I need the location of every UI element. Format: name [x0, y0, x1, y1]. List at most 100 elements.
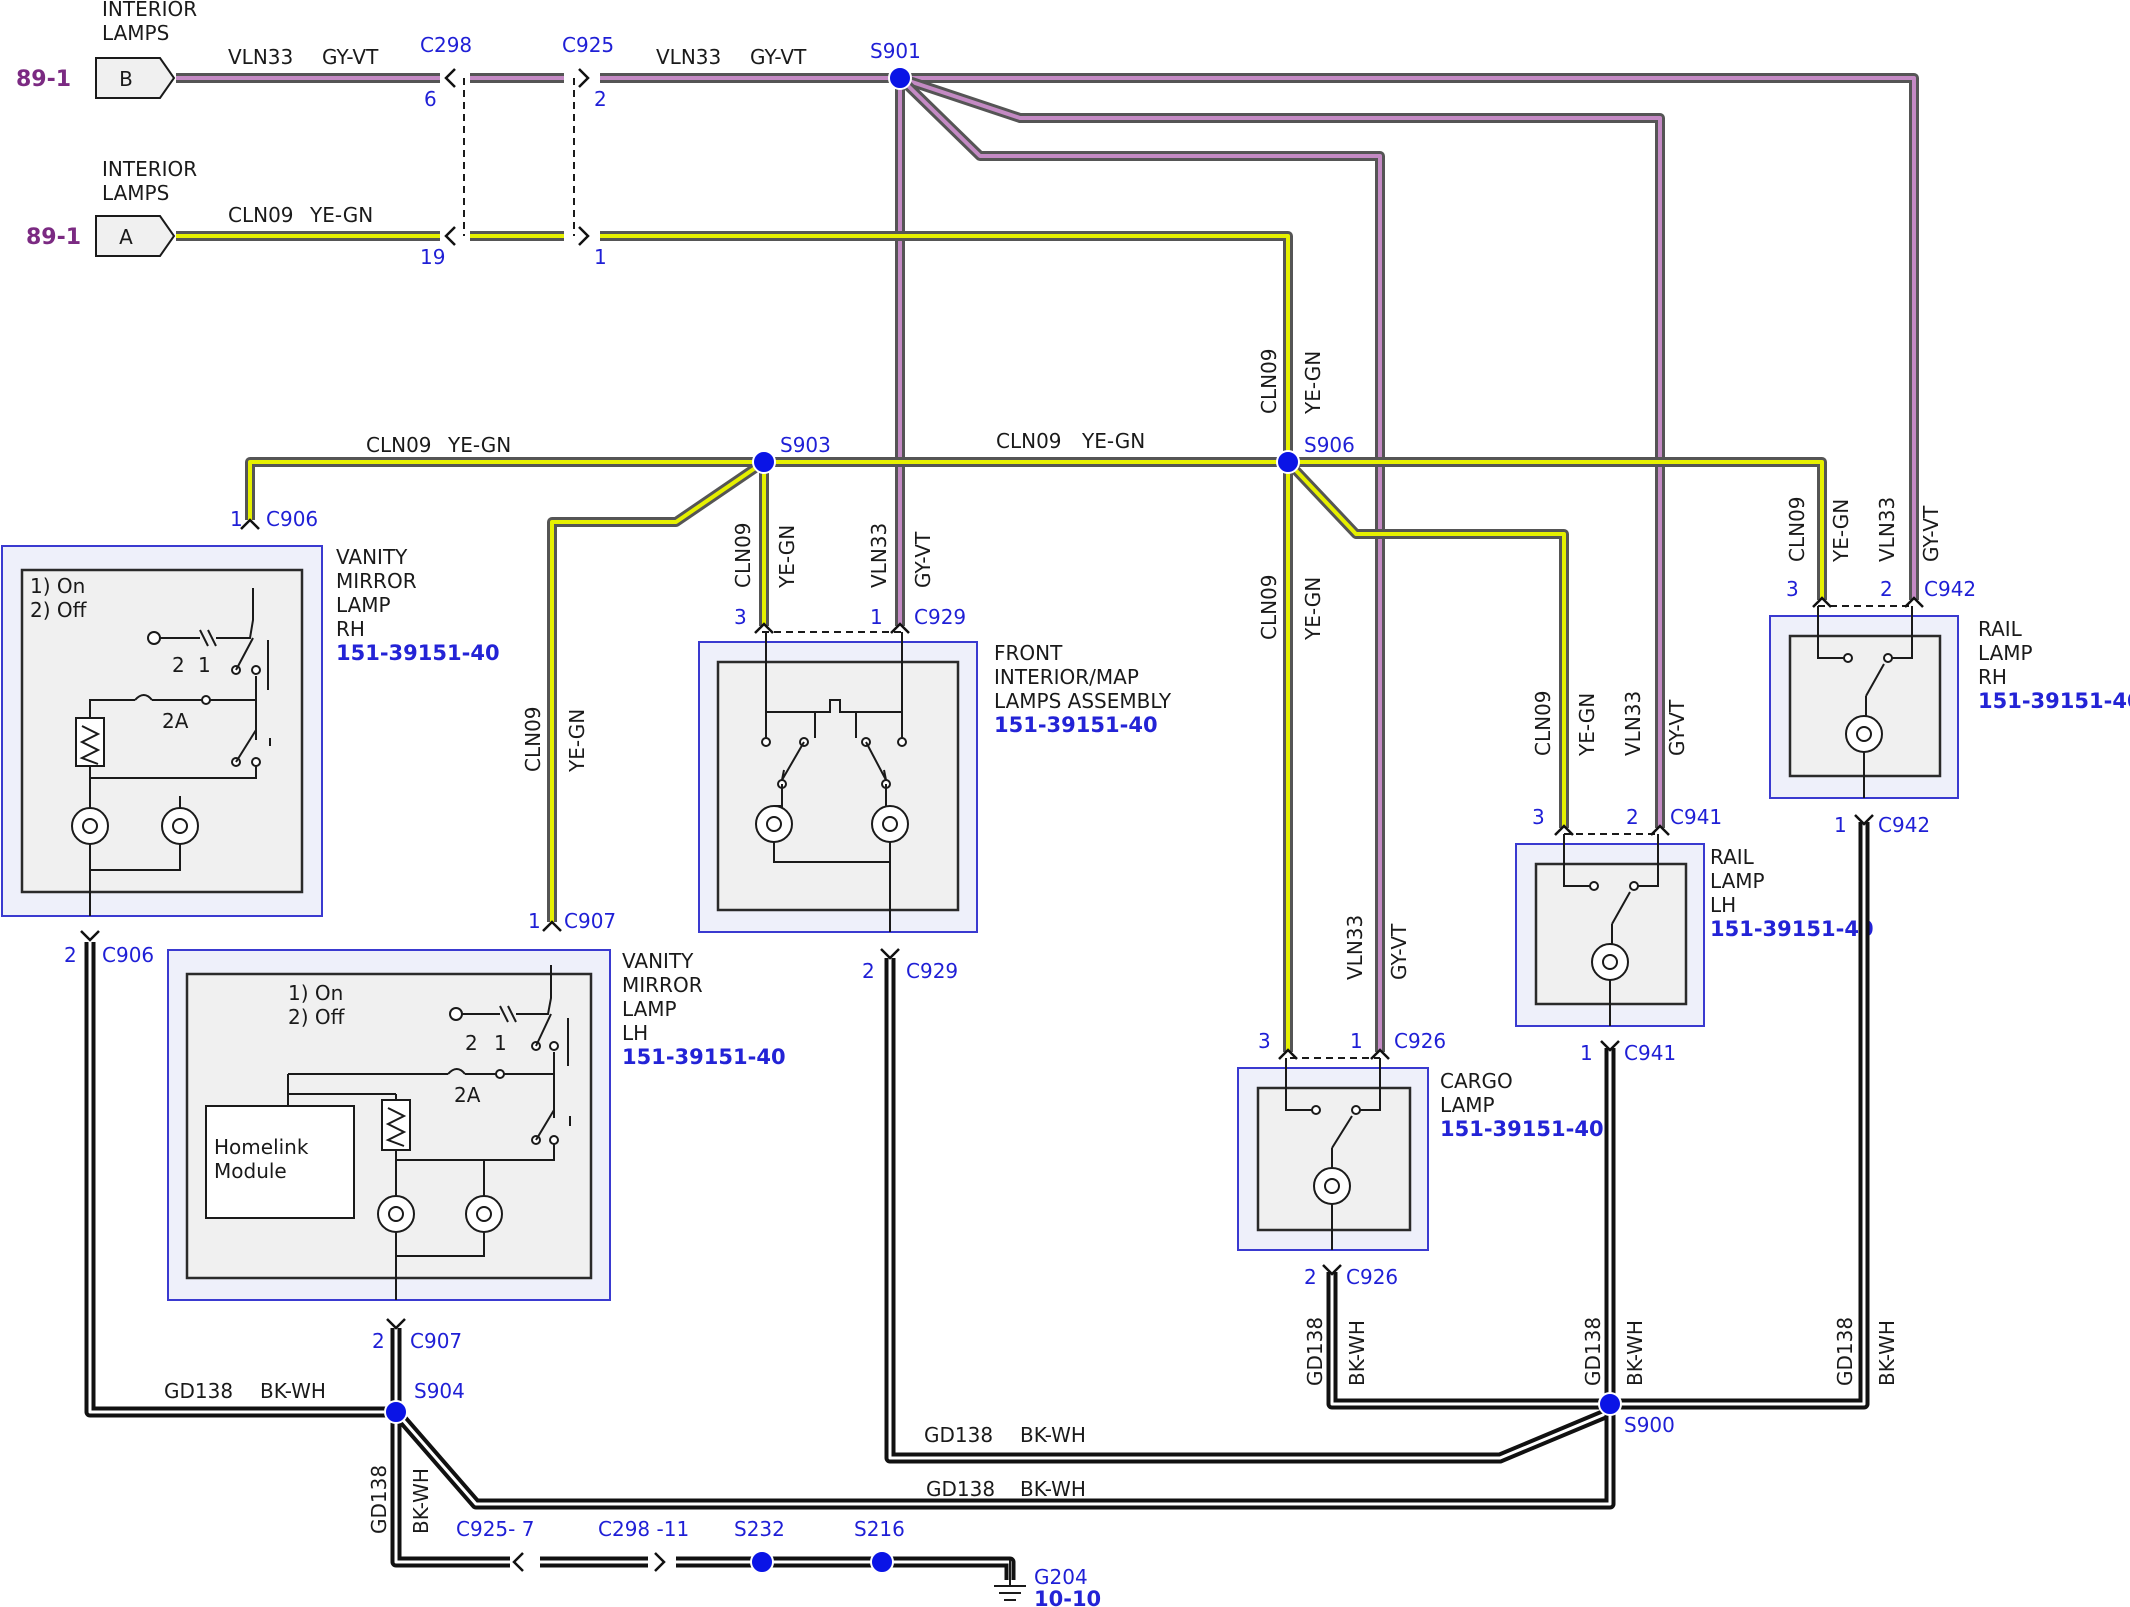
- w-yegn-3: YE-GN: [1081, 429, 1145, 453]
- c907-bot-label[interactable]: C907: [410, 1329, 462, 1353]
- w-yegn-2: YE-GN: [447, 433, 511, 457]
- c925-arrow-vln[interactable]: [578, 68, 590, 88]
- s900-label[interactable]: S900: [1624, 1413, 1675, 1437]
- c925-arrow-cln[interactable]: [578, 226, 590, 246]
- wire-vln33-rail-rh[interactable]: [900, 73, 1919, 600]
- vanity-rh-on-label: 1) On: [30, 574, 85, 598]
- c942-pin2-arrow[interactable]: [1904, 596, 1924, 608]
- cargo-ref[interactable]: 151-39151-40: [1440, 1117, 1604, 1141]
- c925-label[interactable]: C925: [562, 33, 614, 57]
- c925-bottom-arrow[interactable]: [512, 1552, 524, 1572]
- s901-dot[interactable]: [888, 66, 912, 90]
- wire-gd138-return[interactable]: [391, 1408, 1616, 1510]
- wire-vln33-cargo[interactable]: [896, 74, 1385, 1052]
- c942-bot-label[interactable]: C942: [1878, 813, 1930, 837]
- s904-dot[interactable]: [384, 1400, 408, 1424]
- c925-bottom-label[interactable]: C925- 7: [456, 1517, 534, 1541]
- s904-label[interactable]: S904: [414, 1379, 465, 1403]
- c926-bot-arrow[interactable]: [1322, 1264, 1342, 1276]
- rail-rh-l1: RAIL: [1978, 617, 2023, 641]
- wire-gd138-front[interactable]: [884, 958, 1613, 1464]
- rail-lh-l1: RAIL: [1710, 845, 1755, 869]
- c906-top-arrow[interactable]: [240, 518, 260, 530]
- front-ref[interactable]: 151-39151-40: [994, 713, 1158, 737]
- c929-top-label[interactable]: C929: [914, 605, 966, 629]
- splices: [384, 66, 1622, 1574]
- c907-top-label[interactable]: C907: [564, 909, 616, 933]
- c942-bot-arrow[interactable]: [1854, 814, 1874, 826]
- s906-dot[interactable]: [1276, 450, 1300, 474]
- c906-bot-arrow[interactable]: [80, 930, 100, 942]
- wire-gd138-rail-rh[interactable]: [1610, 822, 1870, 1410]
- c926-bot-label[interactable]: C926: [1346, 1265, 1398, 1289]
- c942-top-pin2: 2: [1880, 577, 1893, 601]
- s906-label[interactable]: S906: [1304, 433, 1355, 457]
- wire-cln09-rail-lh[interactable]: [1284, 458, 1569, 828]
- s232-dot[interactable]: [750, 1550, 774, 1574]
- rail-lh-ref[interactable]: 151-39151-40: [1710, 917, 1874, 941]
- c941-bot-arrow[interactable]: [1600, 1040, 1620, 1052]
- w-gd138-2: GD138: [924, 1423, 993, 1447]
- cargo-l2: LAMP: [1440, 1093, 1495, 1117]
- c906-bot-label[interactable]: C906: [102, 943, 154, 967]
- w-gyvt-2: GY-VT: [750, 45, 807, 69]
- c925-pin1: 1: [594, 245, 607, 269]
- wire-gd138-vanity-rh[interactable]: [84, 942, 396, 1418]
- wire-cln09-main[interactable]: [176, 231, 1293, 462]
- c929-bot-label[interactable]: C929: [906, 959, 958, 983]
- s216-label[interactable]: S216: [854, 1517, 905, 1541]
- input-tag-b[interactable]: B 89-1 INTERIOR LAMPS: [16, 0, 197, 99]
- w-v-yegn-c: YE-GN: [565, 709, 589, 773]
- c298-arrow-cln[interactable]: [444, 226, 456, 246]
- wire-cln09-vanity-lh[interactable]: [547, 457, 767, 922]
- c926-pin1-arrow[interactable]: [1370, 1048, 1390, 1060]
- c907-top-arrow[interactable]: [542, 920, 562, 932]
- input-a-ref[interactable]: 89-1: [26, 225, 81, 250]
- w-gd138-1: GD138: [164, 1379, 233, 1403]
- c298-arrow-vln[interactable]: [444, 68, 456, 88]
- input-tag-a[interactable]: A 89-1 INTERIOR LAMPS: [26, 157, 197, 257]
- s903-dot[interactable]: [752, 450, 776, 474]
- c929-pin1-arrow[interactable]: [890, 622, 910, 634]
- c942-top-label[interactable]: C942: [1924, 577, 1976, 601]
- vanity-lh-fuse: 2A: [454, 1083, 481, 1107]
- input-a-pin: A: [119, 225, 133, 249]
- c941-top-label[interactable]: C941: [1670, 805, 1722, 829]
- w-v-gyvt-f: GY-VT: [1665, 699, 1689, 756]
- s901-label[interactable]: S901: [870, 39, 921, 63]
- c942-pin3-arrow[interactable]: [1812, 596, 1832, 608]
- c942-top-pin3: 3: [1786, 577, 1799, 601]
- c929-pin3-arrow[interactable]: [754, 622, 774, 634]
- wire-gd138-ground[interactable]: [390, 1412, 1016, 1580]
- c907-bot-arrow[interactable]: [386, 1318, 406, 1330]
- vanity-lh-ref[interactable]: 151-39151-40: [622, 1045, 786, 1069]
- w-v-vln33-g: VLN33: [1875, 497, 1899, 562]
- c298-bottom-label[interactable]: C298 -11: [598, 1517, 689, 1541]
- g204-label[interactable]: G204: [1034, 1565, 1088, 1589]
- wire-cln09-bus[interactable]: [245, 457, 1827, 600]
- c298-bottom-arrow[interactable]: [654, 1552, 666, 1572]
- c941-pin3-arrow[interactable]: [1554, 824, 1574, 836]
- w-bkwh-1: BK-WH: [260, 1379, 326, 1403]
- c926-pin3-arrow[interactable]: [1278, 1048, 1298, 1060]
- w-v-bkwh-h: BK-WH: [1345, 1320, 1369, 1386]
- s232-label[interactable]: S232: [734, 1517, 785, 1541]
- w-v-gyvt-b: GY-VT: [911, 531, 935, 588]
- w-vln33-2: VLN33: [656, 45, 721, 69]
- rail-rh-ref[interactable]: 151-39151-40: [1978, 689, 2130, 713]
- c929-top-pin1: 1: [870, 605, 883, 629]
- c941-bot-label[interactable]: C941: [1624, 1041, 1676, 1065]
- c298-label[interactable]: C298: [420, 33, 472, 57]
- g204-ref[interactable]: 10-10: [1034, 1587, 1101, 1607]
- vanity-rh-ref[interactable]: 151-39151-40: [336, 641, 500, 665]
- s216-dot[interactable]: [870, 1550, 894, 1574]
- c906-top-label[interactable]: C906: [266, 507, 318, 531]
- c941-pin2-arrow[interactable]: [1650, 824, 1670, 836]
- wire-gd138-cargo[interactable]: [1326, 1272, 1610, 1410]
- c926-top-label[interactable]: C926: [1394, 1029, 1446, 1053]
- input-b-ref[interactable]: 89-1: [16, 67, 71, 92]
- wire-vln33-rail-lh[interactable]: [898, 73, 1665, 828]
- s903-label[interactable]: S903: [780, 433, 831, 457]
- c929-bot-arrow[interactable]: [880, 948, 900, 960]
- s900-dot[interactable]: [1598, 1392, 1622, 1416]
